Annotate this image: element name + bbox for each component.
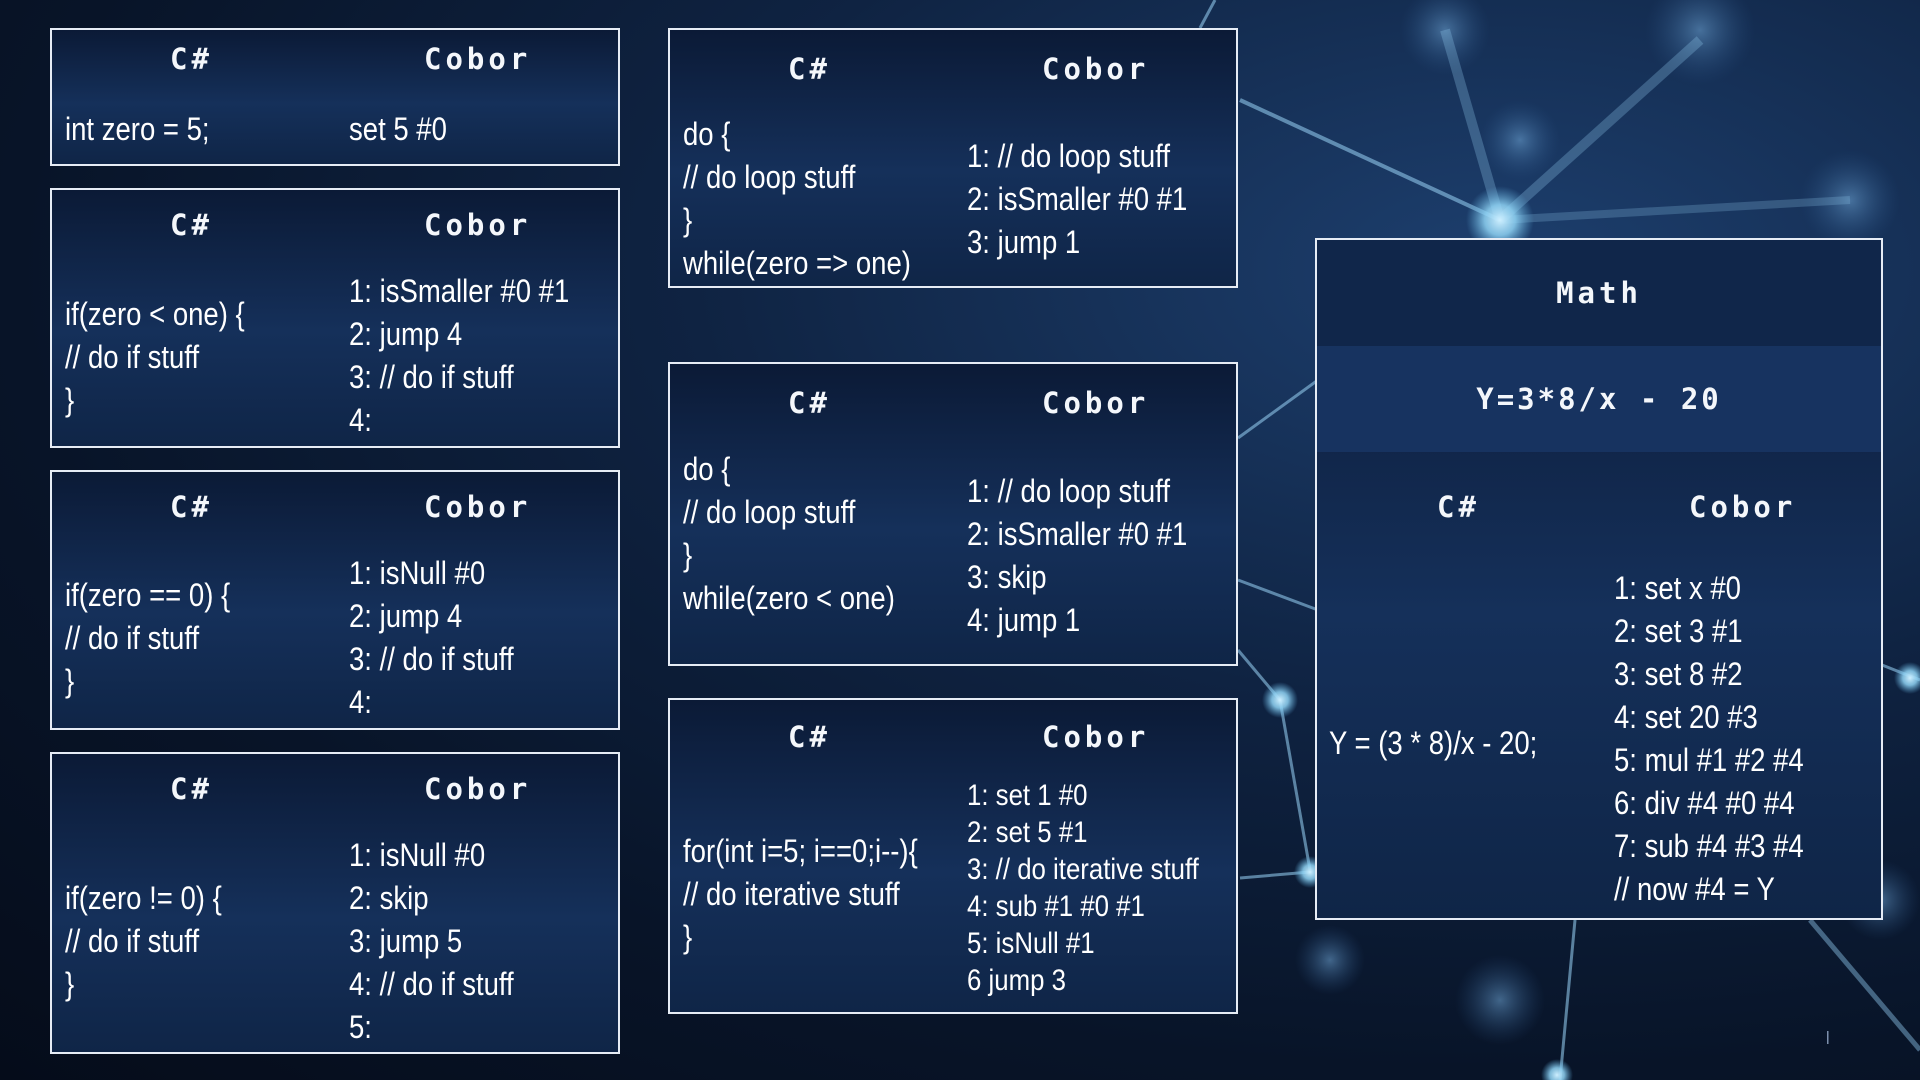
cobor-header: Cobor — [424, 42, 532, 76]
cobor-header: Cobor — [424, 490, 532, 524]
math-title: Math — [1556, 276, 1642, 310]
csharp-code: do { // do loop stuff } while(zero => on… — [683, 116, 911, 281]
math-panel: Math Y=3*8/x - 20 C# Cobor Y = (3 * 8)/x… — [1315, 238, 1883, 920]
cobor-header: Cobor — [1042, 52, 1150, 86]
csharp-header: C# — [170, 772, 213, 806]
cobor-code: 1: set 1 #0 2: set 5 #1 3: // do iterati… — [967, 779, 1199, 997]
cobor-code: 1: // do loop stuff 2: isSmaller #0 #1 3… — [967, 138, 1188, 260]
page-marker: | — [1826, 1028, 1830, 1044]
csharp-header: C# — [788, 52, 831, 86]
math-formula-band — [1317, 346, 1881, 452]
csharp-header: C# — [170, 490, 213, 524]
cobor-code: set 5 #0 — [349, 111, 447, 147]
csharp-header: C# — [788, 720, 831, 754]
if-not-equals-panel: C# Cobor if(zero != 0) { // do if stuff … — [50, 752, 620, 1054]
csharp-header: C# — [170, 208, 213, 242]
cobor-code: 1: set x #0 2: set 3 #1 3: set 8 #2 4: s… — [1614, 570, 1804, 907]
assignment-panel: C# Cobor int zero = 5; set 5 #0 — [50, 28, 620, 166]
math-formula: Y=3*8/x - 20 — [1476, 382, 1722, 416]
cobor-header: Cobor — [1042, 720, 1150, 754]
for-loop-panel: C# Cobor for(int i=5; i==0;i--){ // do i… — [668, 698, 1238, 1014]
cobor-code: 1: isNull #0 2: jump 4 3: // do if stuff… — [349, 555, 514, 720]
csharp-code: if(zero < one) { // do if stuff } — [65, 296, 245, 418]
csharp-code: Y = (3 * 8)/x - 20; — [1329, 725, 1538, 761]
cobor-header: Cobor — [1689, 490, 1797, 524]
do-while-greater-panel: C# Cobor do { // do loop stuff } while(z… — [668, 28, 1238, 288]
if-equals-zero-panel: C# Cobor if(zero == 0) { // do if stuff … — [50, 470, 620, 730]
if-less-than-panel: C# Cobor if(zero < one) { // do if stuff… — [50, 188, 620, 448]
csharp-header: C# — [170, 42, 213, 76]
csharp-code: for(int i=5; i==0;i--){ // do iterative … — [683, 833, 918, 955]
cobor-code: 1: isSmaller #0 #1 2: jump 4 3: // do if… — [349, 273, 570, 438]
csharp-header: C# — [1437, 490, 1480, 524]
csharp-code: do { // do loop stuff } while(zero < one… — [683, 451, 895, 616]
cobor-header: Cobor — [424, 208, 532, 242]
csharp-code: if(zero != 0) { // do if stuff } — [65, 880, 222, 1002]
cobor-code: 1: // do loop stuff 2: isSmaller #0 #1 3… — [967, 473, 1188, 638]
math-title-band — [1317, 240, 1881, 346]
cobor-header: Cobor — [424, 772, 532, 806]
csharp-code: int zero = 5; — [65, 111, 210, 147]
do-while-less-panel: C# Cobor do { // do loop stuff } while(z… — [668, 362, 1238, 666]
cobor-code: 1: isNull #0 2: skip 3: jump 5 4: // do … — [349, 837, 514, 1045]
cobor-header: Cobor — [1042, 386, 1150, 420]
csharp-header: C# — [788, 386, 831, 420]
csharp-code: if(zero == 0) { // do if stuff } — [65, 577, 231, 699]
